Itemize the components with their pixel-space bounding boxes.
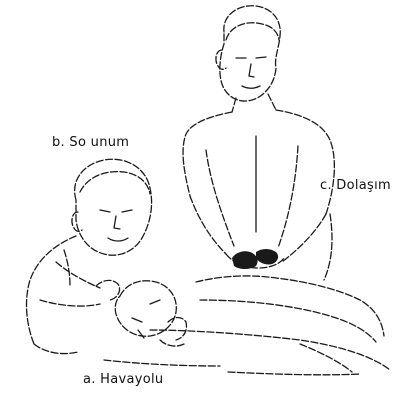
circulation-label: c. Dolaşım (320, 179, 391, 192)
patient (115, 276, 390, 375)
breathing-rescuer (27, 159, 187, 353)
compression-rescuer (183, 6, 334, 280)
breathing-label: b. So unum (52, 136, 129, 149)
airway-label: a. Havayolu (83, 373, 163, 386)
